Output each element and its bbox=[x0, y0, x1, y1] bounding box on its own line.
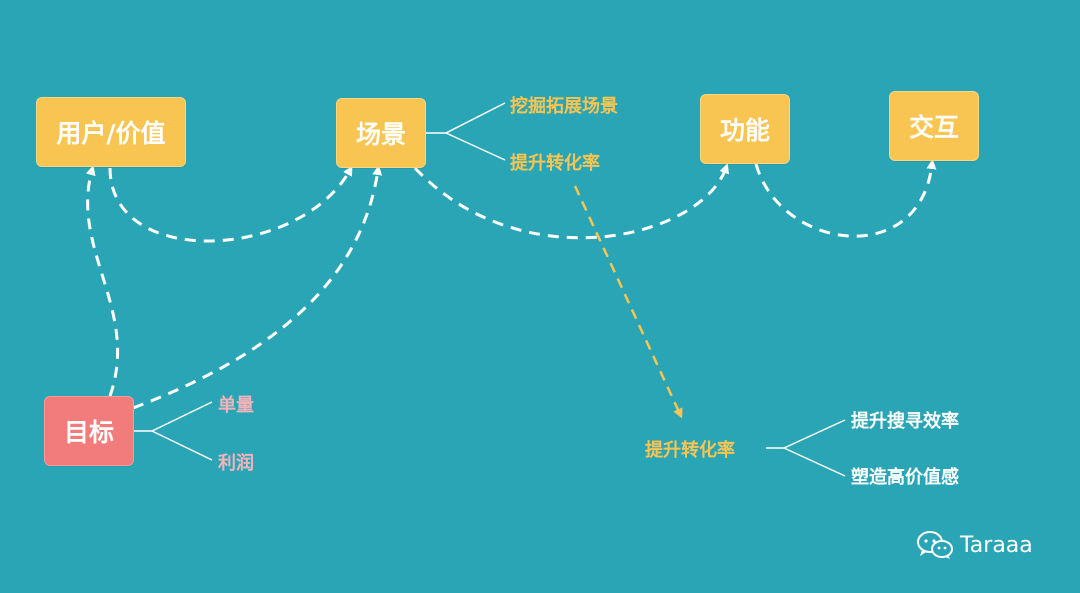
arrow-goal-to-scene bbox=[132, 165, 383, 410]
goal-branch-profit: 利润 bbox=[218, 453, 254, 474]
branch-goal-top bbox=[133, 401, 213, 432]
node-user-value: 用户/价值 bbox=[36, 97, 186, 167]
arrow-goal-to-user bbox=[85, 165, 120, 397]
brand-name: Taraaa bbox=[960, 532, 1033, 558]
brand-watermark: Taraaa bbox=[916, 530, 1033, 560]
arrow-conversion-drilldown bbox=[573, 185, 683, 419]
node-function-label: 功能 bbox=[719, 116, 770, 145]
wechat-icon bbox=[916, 530, 954, 560]
branch-goal-bottom bbox=[151, 430, 213, 461]
node-goal: 目标 bbox=[44, 396, 134, 466]
branch-scene-top bbox=[426, 102, 506, 134]
goal-branch-orders: 单量 bbox=[218, 395, 254, 416]
scene-branch-conversion: 提升转化率 bbox=[510, 153, 600, 174]
branch-scene-bottom bbox=[445, 132, 506, 161]
arrow-user-to-scene bbox=[108, 165, 353, 243]
conversion-branch-value: 塑造高价值感 bbox=[851, 467, 959, 488]
conversion-branch-search: 提升搜寻效率 bbox=[851, 411, 959, 432]
branch-conversion-top bbox=[766, 419, 846, 449]
node-interaction: 交互 bbox=[889, 91, 979, 161]
scene-branch-expand: 挖掘拓展场景 bbox=[510, 96, 618, 117]
arrow-scene-to-function bbox=[413, 163, 729, 240]
conversion-root-label: 提升转化率 bbox=[645, 440, 735, 461]
branch-conversion-bottom bbox=[783, 447, 846, 477]
node-scene: 场景 bbox=[336, 98, 426, 168]
node-scene-label: 场景 bbox=[355, 120, 406, 149]
arrow-function-to-interaction bbox=[754, 159, 937, 238]
node-user-value-label: 用户/价值 bbox=[56, 119, 166, 148]
node-goal-label: 目标 bbox=[63, 418, 114, 447]
node-interaction-label: 交互 bbox=[908, 113, 959, 142]
node-function: 功能 bbox=[700, 94, 790, 164]
